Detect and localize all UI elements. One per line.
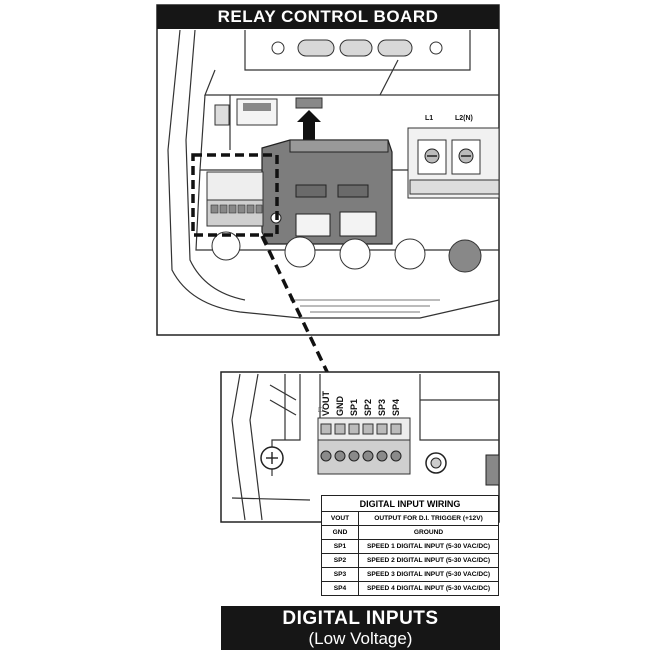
pin-slot — [390, 423, 402, 435]
terminal-label-l1: L1 — [425, 115, 433, 122]
wiring-code-cell: GND — [321, 525, 359, 540]
relay-module — [261, 139, 393, 245]
wiring-code-cell: SP2 — [321, 553, 359, 568]
wiring-description-cell: SPEED 4 DIGITAL INPUT (5-30 VAC/DC) — [358, 581, 499, 596]
panel-button — [339, 39, 373, 57]
wiring-code-cell: VOUT — [321, 511, 359, 526]
wiring-code-cell: SP1 — [321, 539, 359, 554]
connector-pins — [320, 423, 402, 462]
wiring-table-title: DIGITAL INPUT WIRING — [321, 495, 499, 511]
digital-inputs-title: DIGITAL INPUTS — [282, 608, 439, 629]
highlight-dashed-box — [191, 153, 279, 237]
pin-slot — [320, 423, 332, 435]
small-button-icon — [429, 41, 443, 55]
vent-grille — [290, 299, 440, 313]
terminal-label-l2: L2(N) — [455, 115, 473, 122]
pin-screw — [348, 450, 360, 462]
pin-label: SP2 — [363, 399, 373, 416]
panel-button — [297, 39, 335, 57]
pin-screw — [390, 450, 402, 462]
pin-label: GND — [335, 396, 345, 417]
pin-label: VOUT — [321, 390, 331, 416]
wiring-description-cell: SPEED 2 DIGITAL INPUT (5-30 VAC/DC) — [358, 553, 499, 568]
pin-label: SP1 — [349, 399, 359, 416]
pin-screw — [376, 450, 388, 462]
panel-button — [377, 39, 413, 57]
pin-slot — [334, 423, 346, 435]
wiring-description-cell: SPEED 3 DIGITAL INPUT (5-30 VAC/DC) — [358, 567, 499, 582]
leader-dashed-line — [260, 235, 332, 379]
relay-target-slot — [295, 97, 323, 109]
wiring-code-cell: SP3 — [321, 567, 359, 582]
high-voltage-terminal — [407, 127, 500, 199]
arrow-up-icon — [297, 110, 321, 140]
pin-slot — [348, 423, 360, 435]
detail-edge-part — [485, 454, 500, 486]
pin-screw — [320, 450, 332, 462]
pin-label: SP4 — [391, 399, 401, 416]
detail-small-mark: □ — [318, 407, 323, 414]
connector-pin-labels: VOUT GND SP1 SP2 SP3 SP4 — [321, 390, 401, 416]
pin-label: SP3 — [377, 399, 387, 416]
digital-inputs-subtitle: (Low Voltage) — [308, 629, 413, 648]
wiring-description-cell: SPEED 1 DIGITAL INPUT (5-30 VAC/DC) — [358, 539, 499, 554]
conduit-openings — [211, 231, 482, 273]
title-banner: RELAY CONTROL BOARD — [157, 5, 499, 29]
small-button-icon — [271, 41, 285, 55]
small-header-connector — [214, 98, 278, 126]
pin-slot — [362, 423, 374, 435]
pin-screw — [362, 450, 374, 462]
digital-inputs-banner: DIGITAL INPUTS (Low Voltage) — [221, 606, 500, 650]
pin-slot — [376, 423, 388, 435]
low-voltage-connector — [206, 171, 264, 227]
wiring-description-cell: GROUND — [358, 525, 499, 540]
control-buttons — [271, 39, 443, 57]
wiring-description-cell: OUTPUT FOR D.I. TRIGGER (+12V) — [358, 511, 499, 526]
pin-screw — [334, 450, 346, 462]
wiring-code-cell: SP4 — [321, 581, 359, 596]
